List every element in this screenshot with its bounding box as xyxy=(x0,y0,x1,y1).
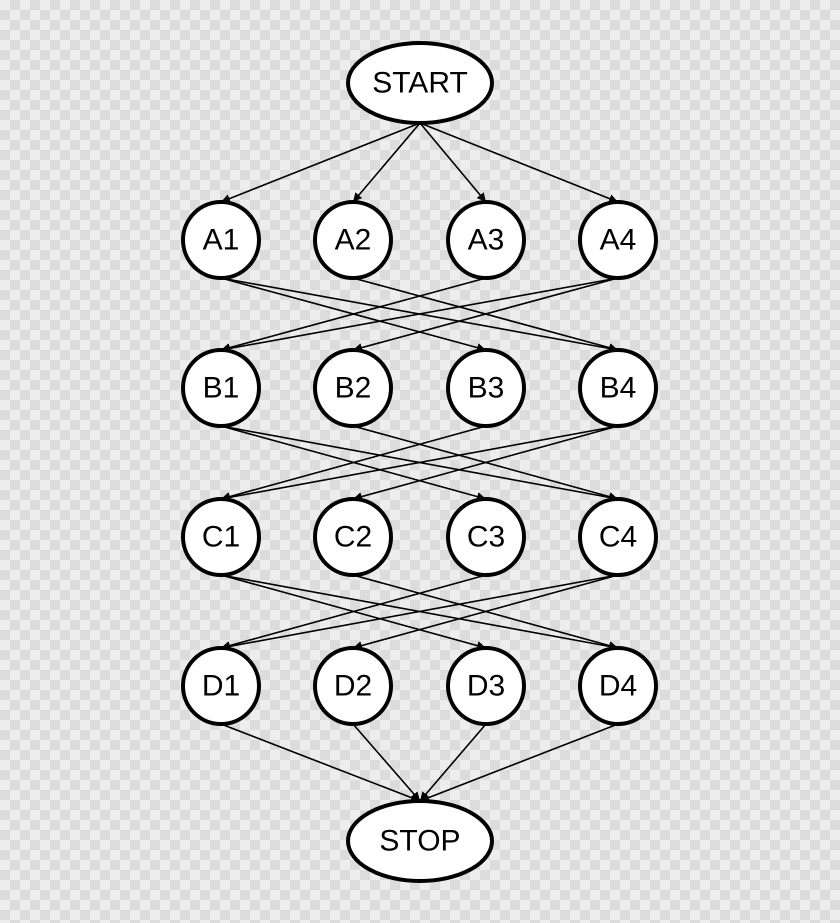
edge-c3-to-d1 xyxy=(220,574,487,650)
edge-b4-to-c2 xyxy=(352,425,619,501)
node-c4-shape xyxy=(578,497,658,577)
node-b1-shape xyxy=(181,348,261,428)
node-d1-shape xyxy=(181,646,261,726)
node-start-label: START xyxy=(372,67,468,100)
node-start-shape xyxy=(346,41,494,125)
edges-layer xyxy=(220,122,619,802)
edge-a4-to-b2 xyxy=(352,277,619,352)
edge-start-to-a2 xyxy=(352,122,421,203)
node-start: START xyxy=(346,41,494,125)
node-b4: B4 xyxy=(578,348,658,428)
node-d3-shape xyxy=(446,646,526,726)
edge-d1-to-stop xyxy=(220,723,421,802)
node-c3: C3 xyxy=(446,497,526,577)
edge-b3-to-c1 xyxy=(220,425,487,501)
node-c2-shape xyxy=(313,497,393,577)
edge-c4-to-d1 xyxy=(220,574,619,651)
node-b3-label: B3 xyxy=(468,372,505,405)
node-a4-shape xyxy=(578,200,658,280)
edge-d2-to-stop xyxy=(352,723,421,802)
node-d4: D4 xyxy=(578,646,658,726)
node-stop-label: STOP xyxy=(379,825,460,858)
node-d2-shape xyxy=(313,646,393,726)
node-c1: C1 xyxy=(181,497,261,577)
node-c1-label: C1 xyxy=(202,521,240,554)
node-b4-shape xyxy=(578,348,658,428)
node-b1: B1 xyxy=(181,348,261,428)
node-d2: D2 xyxy=(313,646,393,726)
node-d4-shape xyxy=(578,646,658,726)
edge-d4-to-stop xyxy=(419,723,619,802)
node-a2: A2 xyxy=(313,200,393,280)
node-stop-shape xyxy=(346,799,494,883)
node-b3-shape xyxy=(446,348,526,428)
node-b2: B2 xyxy=(313,348,393,428)
node-c4-label: C4 xyxy=(599,521,637,554)
node-d3: D3 xyxy=(446,646,526,726)
edge-start-to-a4 xyxy=(419,122,619,203)
node-a1-label: A1 xyxy=(203,224,240,257)
node-c3-shape xyxy=(446,497,526,577)
node-b2-label: B2 xyxy=(335,372,372,405)
node-b3: B3 xyxy=(446,348,526,428)
edge-c4-to-d2 xyxy=(352,574,619,650)
node-d2-label: D2 xyxy=(334,670,372,703)
edge-start-to-a3 xyxy=(419,122,487,203)
node-c3-label: C3 xyxy=(467,521,505,554)
edge-a4-to-b1 xyxy=(220,277,619,353)
node-b2-shape xyxy=(313,348,393,428)
node-a3: A3 xyxy=(446,200,526,280)
node-stop: STOP xyxy=(346,799,494,883)
node-c1-shape xyxy=(181,497,261,577)
node-d4-label: D4 xyxy=(599,670,637,703)
edge-a3-to-b1 xyxy=(220,277,487,352)
node-c4: C4 xyxy=(578,497,658,577)
node-d1: D1 xyxy=(181,646,261,726)
node-d1-label: D1 xyxy=(202,670,240,703)
node-b1-label: B1 xyxy=(203,372,240,405)
edge-d3-to-stop xyxy=(419,723,487,802)
node-a4-label: A4 xyxy=(600,224,637,257)
node-a3-shape xyxy=(446,200,526,280)
node-a2-label: A2 xyxy=(335,224,372,257)
node-b4-label: B4 xyxy=(600,372,637,405)
node-a1-shape xyxy=(181,200,261,280)
node-a1: A1 xyxy=(181,200,261,280)
edge-start-to-a1 xyxy=(220,122,421,203)
node-a4: A4 xyxy=(578,200,658,280)
edge-b4-to-c1 xyxy=(220,425,619,502)
node-a3-label: A3 xyxy=(468,224,505,257)
node-c2-label: C2 xyxy=(334,521,372,554)
node-d3-label: D3 xyxy=(467,670,505,703)
node-a2-shape xyxy=(313,200,393,280)
node-c2: C2 xyxy=(313,497,393,577)
